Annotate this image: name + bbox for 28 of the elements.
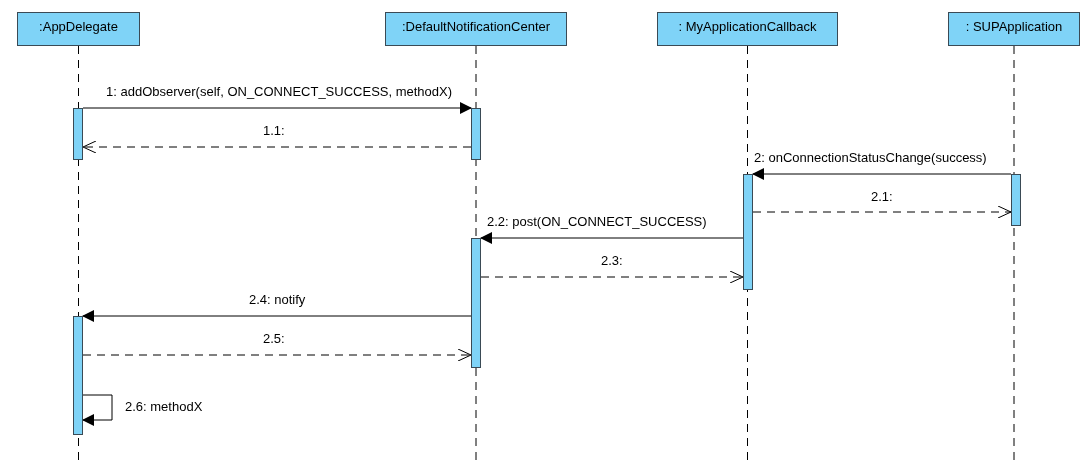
edge-label: 2.1: bbox=[870, 189, 894, 204]
lifeline-head: : MyApplicationCallback bbox=[657, 12, 838, 46]
return-message-arrow bbox=[82, 140, 472, 154]
activation-bar bbox=[471, 108, 481, 160]
edge-label: 2: onConnectionStatusChange(success) bbox=[753, 150, 988, 165]
edge-label: 1: addObserver(self, ON_CONNECT_SUCCESS, methodX) bbox=[105, 84, 454, 99]
activation-bar bbox=[471, 238, 481, 368]
lifeline-head: : SUPApplication bbox=[948, 12, 1080, 46]
self-message-arrow bbox=[82, 394, 113, 426]
return-message-arrow bbox=[752, 205, 1012, 219]
activation-bar bbox=[73, 108, 83, 160]
edge-label: 2.2: post(ON_CONNECT_SUCCESS) bbox=[486, 214, 708, 229]
message-arrow bbox=[82, 102, 472, 114]
activation-bar bbox=[743, 174, 753, 290]
message-arrow bbox=[82, 310, 472, 322]
edge-label: 2.6: methodX bbox=[124, 399, 204, 414]
activation-bar bbox=[73, 316, 83, 435]
message-arrow bbox=[752, 168, 1012, 180]
message-arrow bbox=[480, 232, 744, 244]
edge-label: 1.1: bbox=[262, 123, 286, 138]
return-message-arrow bbox=[480, 270, 744, 284]
lifeline-head: :AppDelegate bbox=[17, 12, 140, 46]
edge-label: 2.3: bbox=[600, 253, 624, 268]
edge-label: 2.5: bbox=[262, 331, 286, 346]
lifeline-head: :DefaultNotificationCenter bbox=[385, 12, 567, 46]
edge-label: 2.4: notify bbox=[248, 292, 307, 307]
activation-bar bbox=[1011, 174, 1021, 226]
return-message-arrow bbox=[82, 348, 472, 362]
